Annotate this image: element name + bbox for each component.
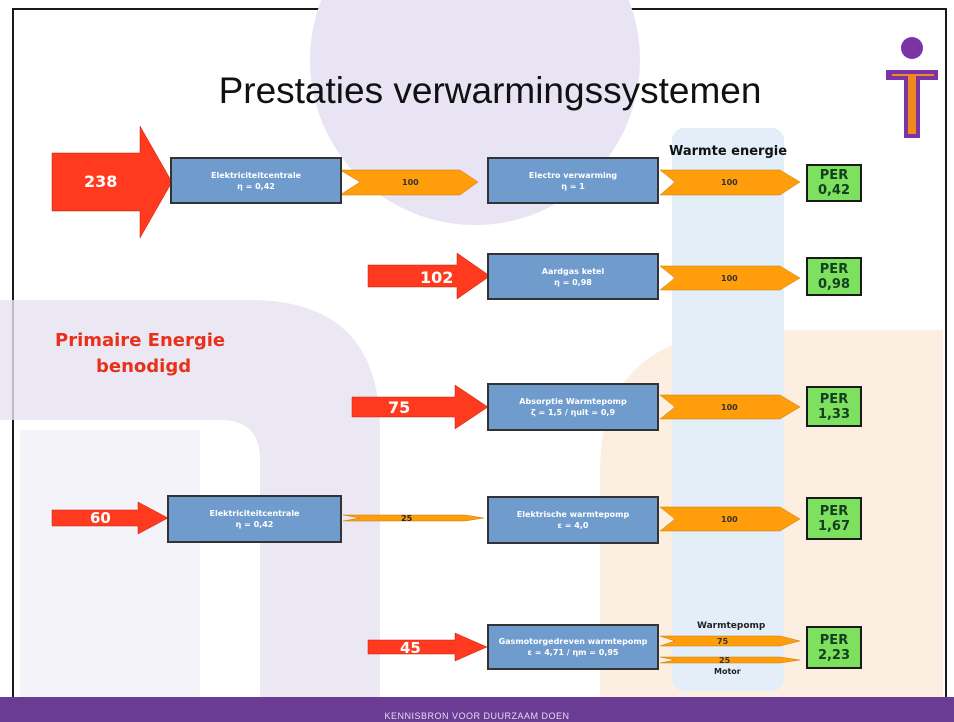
- plant-efficiency: η = 0,42: [237, 181, 275, 191]
- flow-arrow-4a: [342, 514, 485, 522]
- primary-value-3: 75: [388, 398, 411, 417]
- motor-label: Motor: [714, 667, 741, 676]
- device-efficiency: ε = 4,71 / ηm = 0,95: [527, 648, 619, 657]
- left-label-line1: Primaire Energie: [55, 330, 226, 351]
- footer-text: KENNISBRON VOOR DUURZAAM DOEN: [384, 711, 570, 721]
- device-name: Elektrische warmtepomp: [516, 510, 630, 519]
- primary-arrow-3: [351, 384, 489, 430]
- device-box-3: Absorptie Warmtepomp ζ = 1,5 / ηuit = 0,…: [487, 383, 659, 431]
- device-name: Aardgas ketel: [541, 266, 605, 276]
- per-box-2: PER 0,98: [806, 257, 862, 296]
- per-label: PER: [819, 261, 849, 277]
- plant-name: Elektriciteitcentrale: [209, 509, 300, 518]
- device-name: Electro verwarming: [528, 170, 618, 180]
- device-efficiency: ε = 4,0: [557, 521, 589, 530]
- per-label: PER: [819, 391, 849, 407]
- per-label: PER: [819, 632, 849, 648]
- footer-bar: [0, 697, 954, 722]
- flow-value-out-5a: 75: [717, 637, 729, 646]
- per-value: 0,98: [817, 276, 851, 292]
- bg-shape-left: [0, 300, 380, 697]
- primary-value-4: 60: [90, 509, 111, 527]
- flow-value-out-2: 100: [721, 274, 738, 283]
- plant-name: Elektriciteitcentrale: [211, 170, 301, 180]
- per-label: PER: [819, 168, 849, 183]
- plant-box-2: Elektriciteitcentrale η = 0,42: [167, 495, 342, 543]
- logo-icon: [886, 37, 938, 138]
- primary-value-1: 238: [84, 172, 118, 191]
- device-efficiency: η = 1: [561, 181, 585, 191]
- flow-arrow-1b: [659, 169, 801, 196]
- flow-value-mid-4: 25: [401, 514, 413, 523]
- flow-arrow-3: [659, 394, 801, 420]
- flow-arrow-5b: [659, 656, 801, 664]
- plant-box-1: Elektriciteitcentrale η = 0,42: [170, 157, 342, 204]
- left-label-line2: benodigd: [96, 356, 192, 377]
- per-box-1: PER 0,42: [806, 164, 862, 202]
- device-box-5: Gasmotorgedreven warmtepomp ε = 4,71 / η…: [487, 624, 659, 670]
- bg-shape-bottom-left: [20, 430, 200, 697]
- flow-value-out-3: 100: [721, 403, 738, 412]
- device-efficiency: η = 0,98: [554, 277, 592, 287]
- per-box-3: PER 1,33: [806, 386, 862, 427]
- plant-efficiency: η = 0,42: [235, 520, 274, 529]
- page-title: Prestaties verwarmingssystemen: [218, 70, 762, 111]
- primary-arrow-5: [367, 632, 488, 662]
- flow-value-mid-1: 100: [402, 178, 419, 187]
- primary-arrow-2: [367, 252, 491, 300]
- device-box-1: Electro verwarming η = 1: [487, 157, 659, 204]
- flow-arrow-4b: [659, 506, 801, 532]
- per-value: 2,23: [817, 647, 851, 663]
- per-value: 1,33: [817, 406, 851, 422]
- flow-value-out-5b: 25: [719, 656, 731, 665]
- device-name: Gasmotorgedreven warmtepomp: [498, 637, 648, 646]
- per-value: 1,67: [817, 518, 851, 534]
- flow-arrow-2: [659, 265, 801, 291]
- device-efficiency: ζ = 1,5 / ηuit = 0,9: [530, 408, 616, 417]
- heatpump-label: Warmtepomp: [697, 621, 766, 631]
- primary-arrow-1: [51, 125, 173, 239]
- primary-arrow-4: [51, 501, 169, 535]
- primary-value-2: 102: [420, 268, 454, 287]
- flow-arrow-5a: [659, 635, 801, 647]
- device-name: Absorptie Warmtepomp: [519, 397, 627, 406]
- column-header: Warmte energie: [669, 144, 788, 159]
- device-box-2: Aardgas ketel η = 0,98: [487, 253, 659, 300]
- per-box-4: PER 1,67: [806, 497, 862, 540]
- per-value: 0,42: [817, 183, 851, 198]
- primary-value-5: 45: [400, 639, 421, 657]
- per-box-5: PER 2,23: [806, 626, 862, 669]
- device-box-4: Elektrische warmtepomp ε = 4,0: [487, 496, 659, 544]
- flow-arrow-1a: [339, 169, 479, 196]
- flow-value-out-4: 100: [721, 515, 738, 524]
- flow-value-out-1: 100: [721, 178, 738, 187]
- per-label: PER: [819, 503, 849, 519]
